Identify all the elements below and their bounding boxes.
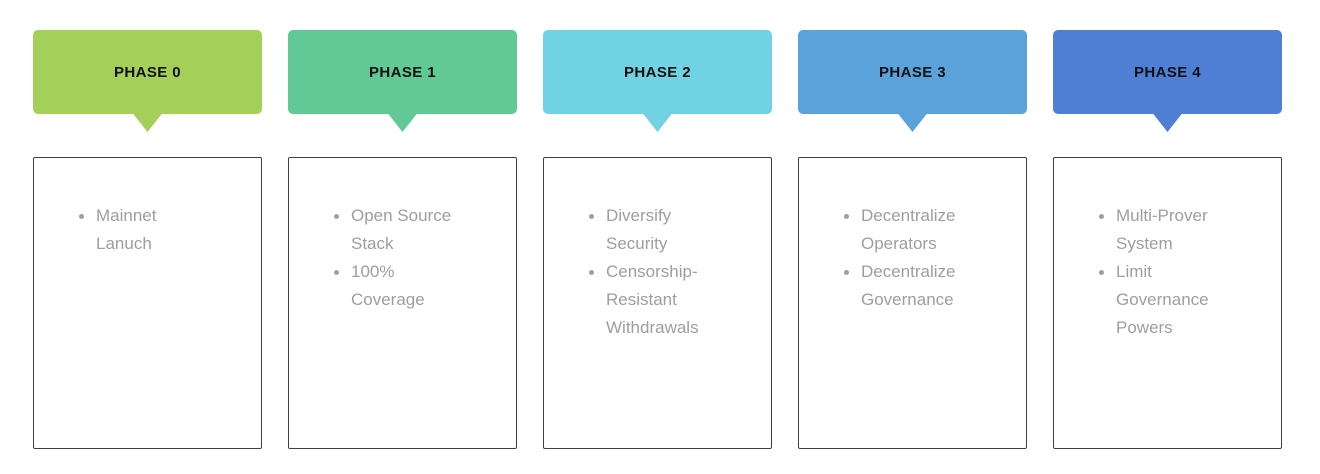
phase-1-pointer-icon bbox=[387, 113, 418, 132]
phase-3-card: Decentralize Operators Decentralize Gove… bbox=[798, 157, 1027, 449]
phase-1-items: Open Source Stack 100% Coverage bbox=[289, 158, 516, 314]
phase-item: Diversify Security bbox=[589, 202, 724, 258]
phase-0-label: PHASE 0 bbox=[114, 63, 181, 81]
phase-4-card: Multi-Prover System Limit Governance Pow… bbox=[1053, 157, 1282, 449]
phase-4-label: PHASE 4 bbox=[1134, 63, 1201, 81]
phase-item: Mainnet Lanuch bbox=[79, 202, 214, 258]
phase-column-4: PHASE 4 Multi-Prover System Limit Govern… bbox=[1053, 30, 1282, 449]
phase-item: Limit Governance Powers bbox=[1099, 258, 1234, 342]
phase-0-card: Mainnet Lanuch bbox=[33, 157, 262, 449]
phase-column-2: PHASE 2 Diversify Security Censorship-Re… bbox=[543, 30, 772, 449]
phase-column-3: PHASE 3 Decentralize Operators Decentral… bbox=[798, 30, 1027, 449]
roadmap-diagram: PHASE 0 Mainnet Lanuch PHASE 1 Open Sour… bbox=[33, 30, 1282, 449]
phase-4-header: PHASE 4 bbox=[1053, 30, 1282, 114]
phase-1-label: PHASE 1 bbox=[369, 63, 436, 81]
phase-2-items: Diversify Security Censorship-Resistant … bbox=[544, 158, 771, 342]
phase-4-items: Multi-Prover System Limit Governance Pow… bbox=[1054, 158, 1281, 342]
phase-item: Open Source Stack bbox=[334, 202, 469, 258]
phase-3-pointer-icon bbox=[897, 113, 928, 132]
phase-item: Multi-Prover System bbox=[1099, 202, 1234, 258]
phase-3-header: PHASE 3 bbox=[798, 30, 1027, 114]
phase-3-items: Decentralize Operators Decentralize Gove… bbox=[799, 158, 1026, 314]
phase-1-header: PHASE 1 bbox=[288, 30, 517, 114]
phase-2-card: Diversify Security Censorship-Resistant … bbox=[543, 157, 772, 449]
phase-2-label: PHASE 2 bbox=[624, 63, 691, 81]
phase-column-0: PHASE 0 Mainnet Lanuch bbox=[33, 30, 262, 449]
phase-column-1: PHASE 1 Open Source Stack 100% Coverage bbox=[288, 30, 517, 449]
phase-item: Decentralize Governance bbox=[844, 258, 979, 314]
phase-4-pointer-icon bbox=[1152, 113, 1183, 132]
phase-2-pointer-icon bbox=[642, 113, 673, 132]
phase-item: 100% Coverage bbox=[334, 258, 469, 314]
phase-item: Decentralize Operators bbox=[844, 202, 979, 258]
phase-0-items: Mainnet Lanuch bbox=[34, 158, 261, 258]
phase-0-pointer-icon bbox=[132, 113, 163, 132]
phase-1-card: Open Source Stack 100% Coverage bbox=[288, 157, 517, 449]
phase-2-header: PHASE 2 bbox=[543, 30, 772, 114]
phase-3-label: PHASE 3 bbox=[879, 63, 946, 81]
phase-item: Censorship-Resistant Withdrawals bbox=[589, 258, 724, 342]
phase-0-header: PHASE 0 bbox=[33, 30, 262, 114]
